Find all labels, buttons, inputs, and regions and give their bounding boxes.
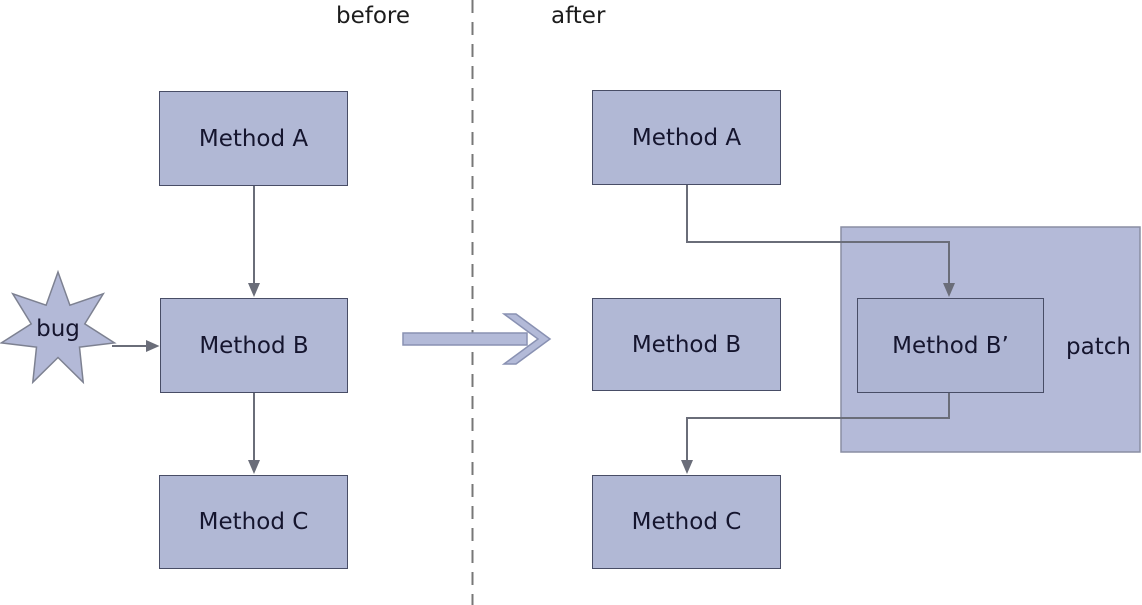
before-method-b-label: Method B	[199, 332, 309, 359]
after-method-b-prime-label: Method B’	[892, 332, 1009, 359]
before-a-to-b-arrowhead	[248, 283, 260, 297]
after-method-a-label: Method A	[631, 124, 742, 151]
before-method-a-node: Method A	[159, 91, 348, 186]
transform-arrow-head	[501, 313, 552, 365]
before-method-c-node: Method C	[159, 475, 348, 569]
before-method-c-label: Method C	[198, 509, 309, 535]
after-a-to-bprime-arrowhead	[943, 283, 955, 297]
after-bprime-to-c-arrowhead	[681, 460, 693, 474]
after-bprime-to-c-arrow-line	[686, 393, 950, 460]
before-method-a-label: Method A	[198, 125, 309, 152]
transform-arrow-shaft	[402, 332, 528, 346]
after-method-b-label: Method B	[631, 331, 742, 358]
bug-star-icon	[0, 269, 117, 385]
after-method-c-node: Method C	[592, 475, 781, 569]
after-method-b-prime-node: Method B’	[857, 298, 1044, 393]
before-method-b-node: Method B	[160, 298, 348, 393]
bug-to-method-b-arrowhead	[146, 340, 160, 352]
before-section-label: before	[336, 3, 411, 29]
after-method-c-label: Method C	[631, 509, 742, 535]
bug-label: bug	[36, 316, 80, 342]
after-a-to-bprime-arrow-line	[686, 185, 950, 283]
after-method-b-node: Method B	[592, 298, 781, 391]
after-method-a-node: Method A	[592, 90, 781, 185]
patch-label: patch	[1066, 334, 1131, 360]
after-section-label: after	[551, 3, 606, 29]
before-b-to-c-arrowhead	[248, 460, 260, 474]
